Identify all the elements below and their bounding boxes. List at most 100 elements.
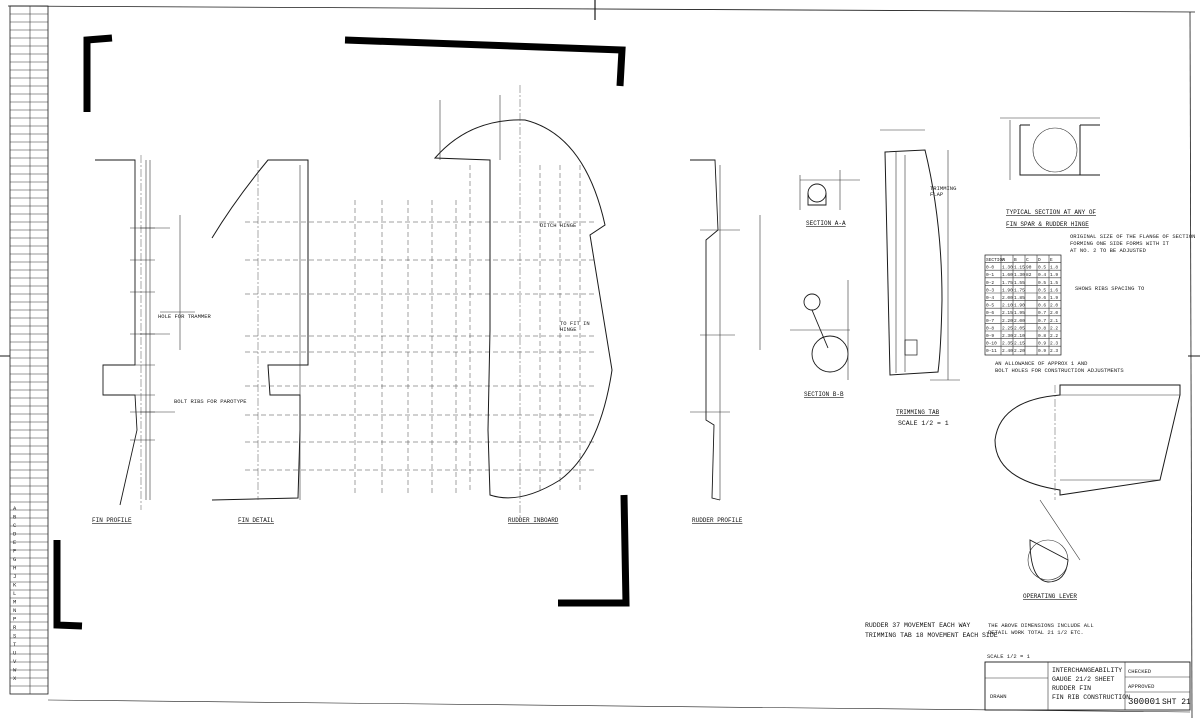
tab-movement-note: TRIMMING TAB 18 MOVEMENT EACH SIDE — [865, 632, 998, 639]
table-cell: 0.5 — [1038, 265, 1046, 271]
sheet-number: 300001 — [1128, 697, 1160, 707]
fin-profile-title: FIN PROFILE — [92, 517, 132, 524]
movement-notes: RUDDER 37 MOVEMENT EACH WAY TRIMMING TAB… — [865, 622, 1094, 639]
svg-text:TO FIT IN: TO FIT IN — [560, 320, 590, 327]
svg-text:FLAP: FLAP — [930, 191, 943, 198]
table-cell: 2.15 — [1002, 310, 1013, 316]
table-cell: 0-0 — [986, 265, 994, 271]
table-cell: 82 — [1026, 272, 1032, 278]
table-cell: 1.30 — [1014, 272, 1025, 278]
checked-label: CHECKED — [1128, 668, 1152, 675]
revision-letter: A — [13, 505, 17, 512]
dimensions-note: THE ABOVE DIMENSIONS INCLUDE ALL — [988, 622, 1094, 629]
fin-profile-view: BOLT RIBS FOR PAROTYPE HOLE FOR TRAMMER — [95, 155, 247, 510]
table-cell: 1.90 — [1014, 303, 1025, 309]
table-cell: 2.00 — [1014, 318, 1025, 324]
title-line-1: INTERCHANGEABILITY — [1052, 667, 1122, 674]
table-cell: 2.25 — [1002, 325, 1013, 331]
svg-text:DITCH HINGE: DITCH HINGE — [540, 222, 577, 229]
revision-letter: E — [13, 539, 17, 546]
drawn-label: DRAWN — [990, 693, 1007, 700]
table-cell: 2.3 — [1050, 348, 1058, 354]
table-cell: 1.90 — [1002, 287, 1013, 293]
typical-section-view — [1000, 117, 1100, 180]
table-cell: 0.9 — [1038, 341, 1046, 347]
svg-text:BOLT RIBS FOR PAROTYPE: BOLT RIBS FOR PAROTYPE — [174, 398, 247, 405]
table-cell: 0-2 — [986, 280, 994, 286]
typical-section-title-2: FIN SPAR & RUDDER HINGE — [1006, 221, 1089, 228]
revision-letter: M — [13, 599, 16, 606]
table-cell: 1.75 — [1002, 280, 1013, 286]
table-cell: 1.75 — [1014, 287, 1025, 293]
table-cell: 1.30 — [1002, 265, 1013, 271]
mar-note: SHOWS RIBS SPACING TO — [1075, 285, 1145, 292]
sections-note-2: FORMING ONE SIDE FORMS WITH IT — [1070, 240, 1170, 247]
rudder-movement-note: RUDDER 37 MOVEMENT EACH WAY — [865, 622, 970, 629]
revision-letter: H — [13, 565, 16, 572]
title-block: SCALE 1/2 = 1 INTERCHANGEABILITY GAUGE 2… — [984, 653, 1191, 711]
revision-letter: U — [13, 650, 16, 657]
table-cell: 1.5 — [1050, 280, 1058, 286]
sections-note: ORIGINAL SIZE OF THE FLANGE OF SECTION — [1070, 233, 1195, 240]
fin-detail-view — [211, 159, 595, 501]
revision-letter: V — [13, 658, 17, 665]
approved-label: APPROVED — [1128, 683, 1155, 690]
table-cell: 0-5 — [986, 303, 994, 309]
table-cell: 1.9 — [1050, 295, 1058, 301]
table-cell: 2.0 — [1050, 310, 1058, 316]
table-cell: 0.8 — [1038, 333, 1046, 339]
title-line-3: RUDDER FIN — [1052, 685, 1091, 692]
revision-letter: J — [13, 573, 16, 580]
table-cell: 2.30 — [1002, 333, 1013, 339]
table-cell: 0.9 — [1038, 348, 1046, 354]
dimensions-note-2: DETAIL WORK TOTAL 21 1/2 ETC. — [988, 629, 1084, 636]
table-cell: 1.55 — [1014, 280, 1025, 286]
svg-text:HINGE: HINGE — [560, 326, 577, 333]
table-cell: 0.6 — [1038, 303, 1046, 309]
revision-letter: X — [13, 675, 17, 682]
table-header: E — [1050, 257, 1053, 263]
table-cell: 2.1 — [1050, 318, 1058, 324]
svg-text:HOLE FOR TRAMMER: HOLE FOR TRAMMER — [158, 313, 212, 320]
table-cell: 0.4 — [1038, 272, 1046, 278]
table-cell: 1.95 — [1014, 310, 1025, 316]
fin-detail-title: FIN DETAIL — [238, 517, 274, 524]
mar-note-3: BOLT HOLES FOR CONSTRUCTION ADJUSTMENTS — [995, 367, 1124, 374]
table-cell: 0-3 — [986, 287, 994, 293]
table-cell: 1.85 — [1014, 295, 1025, 301]
table-cell: 2.10 — [1014, 333, 1025, 339]
table-cell: 90 — [1026, 265, 1032, 271]
table-cell: 0.7 — [1038, 310, 1046, 316]
trimming-tab-scale: SCALE 1/2 = 1 — [898, 420, 949, 427]
sheet-ref: SHT 21 — [1162, 698, 1191, 707]
rudder-profile-view — [690, 159, 761, 501]
table-cell: 0.5 — [1038, 287, 1046, 293]
table-cell: 0-11 — [986, 348, 997, 354]
table-cell: 1.6 — [1050, 287, 1058, 293]
table-cell: 0-1 — [986, 272, 994, 278]
table-cell: 0-4 — [986, 295, 994, 301]
rudder-profile-title: RUDDER PROFILE — [692, 517, 743, 524]
operating-lever-view — [994, 384, 1181, 583]
operating-lever-title: OPERATING LEVER — [1023, 593, 1077, 600]
section-aa-view — [799, 170, 860, 210]
title-line-2: GAUGE 21/2 SHEET — [1052, 676, 1115, 683]
revision-letter: C — [13, 522, 17, 529]
mar-note-2: AN ALLOWANCE OF APPROX 1 AND — [995, 360, 1088, 367]
scale-note: SCALE 1/2 = 1 — [987, 653, 1031, 660]
table-header: SECTION — [986, 257, 1005, 263]
table-cell: 2.35 — [1002, 341, 1013, 347]
table-cell: 0.6 — [1038, 295, 1046, 301]
revision-letter: N — [13, 607, 16, 614]
table-notes: ORIGINAL SIZE OF THE FLANGE OF SECTION F… — [995, 233, 1195, 374]
table-header: D — [1038, 257, 1041, 263]
section-bb-title: SECTION B-B — [804, 391, 844, 398]
rudder-inboard-title: RUDDER INBOARD — [508, 517, 559, 524]
trimming-tab-view: TRIMMING FLAP — [880, 129, 960, 381]
table-cell: 0-9 — [986, 333, 994, 339]
table-cell: 2.15 — [1014, 341, 1025, 347]
revision-letter: W — [13, 667, 17, 674]
